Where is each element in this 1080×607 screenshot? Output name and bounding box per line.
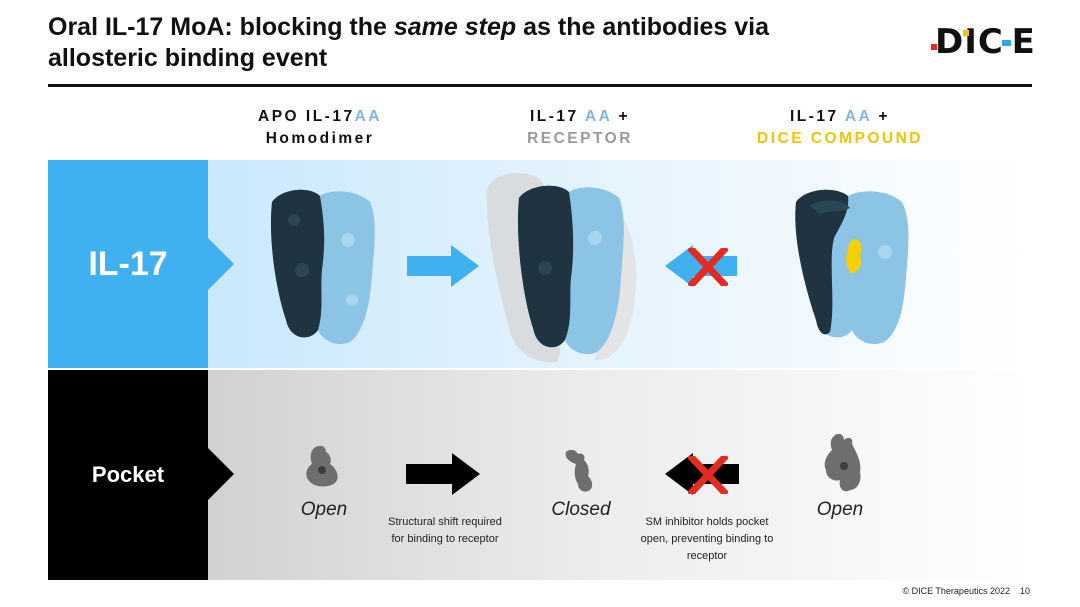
page-number: 10 xyxy=(1019,586,1030,596)
red-x-icon xyxy=(688,248,728,286)
pocket-row-label: Pocket xyxy=(48,370,234,580)
pocket-state-label: Closed xyxy=(551,499,611,520)
structural-shift-note: Structural shift required for binding to… xyxy=(388,516,502,545)
right-arrow-icon xyxy=(406,453,480,495)
il17-receptor-complex-structure xyxy=(486,173,637,363)
column-header-compound: IL-17 AA + DICE COMPOUND xyxy=(757,108,923,147)
column-header-receptor: IL-17 AA + RECEPTOR xyxy=(527,108,633,147)
pocket-open-structure xyxy=(824,433,861,492)
right-arrow-icon xyxy=(407,245,479,287)
pocket-state-label: Open xyxy=(300,499,348,520)
pocket-open-structure xyxy=(306,445,338,487)
pocket-closed-structure xyxy=(565,449,593,492)
pocket-state-label: Open xyxy=(816,499,864,520)
title-divider xyxy=(48,84,1032,87)
copyright-text: © DICE Therapeutics 2022 xyxy=(902,586,1010,596)
slide-title: Oral IL-17 MoA: blocking the same step a… xyxy=(48,13,770,72)
il17-row-label: IL-17 xyxy=(48,160,234,368)
left-arrow-icon xyxy=(665,245,737,287)
apo-homodimer-structure xyxy=(270,189,375,345)
sm-inhibitor-note: SM inhibitor holds pocket open, preventi… xyxy=(640,516,774,562)
slide-footer: © DICE Therapeutics 2022 10 xyxy=(790,586,1030,596)
column-header-apo: APO IL-17AA Homodimer xyxy=(258,108,382,147)
red-x-icon xyxy=(688,456,728,494)
dice-logo: DIC E xyxy=(931,24,1036,60)
left-arrow-icon xyxy=(665,453,739,495)
il17-dice-compound-structure xyxy=(795,189,909,345)
